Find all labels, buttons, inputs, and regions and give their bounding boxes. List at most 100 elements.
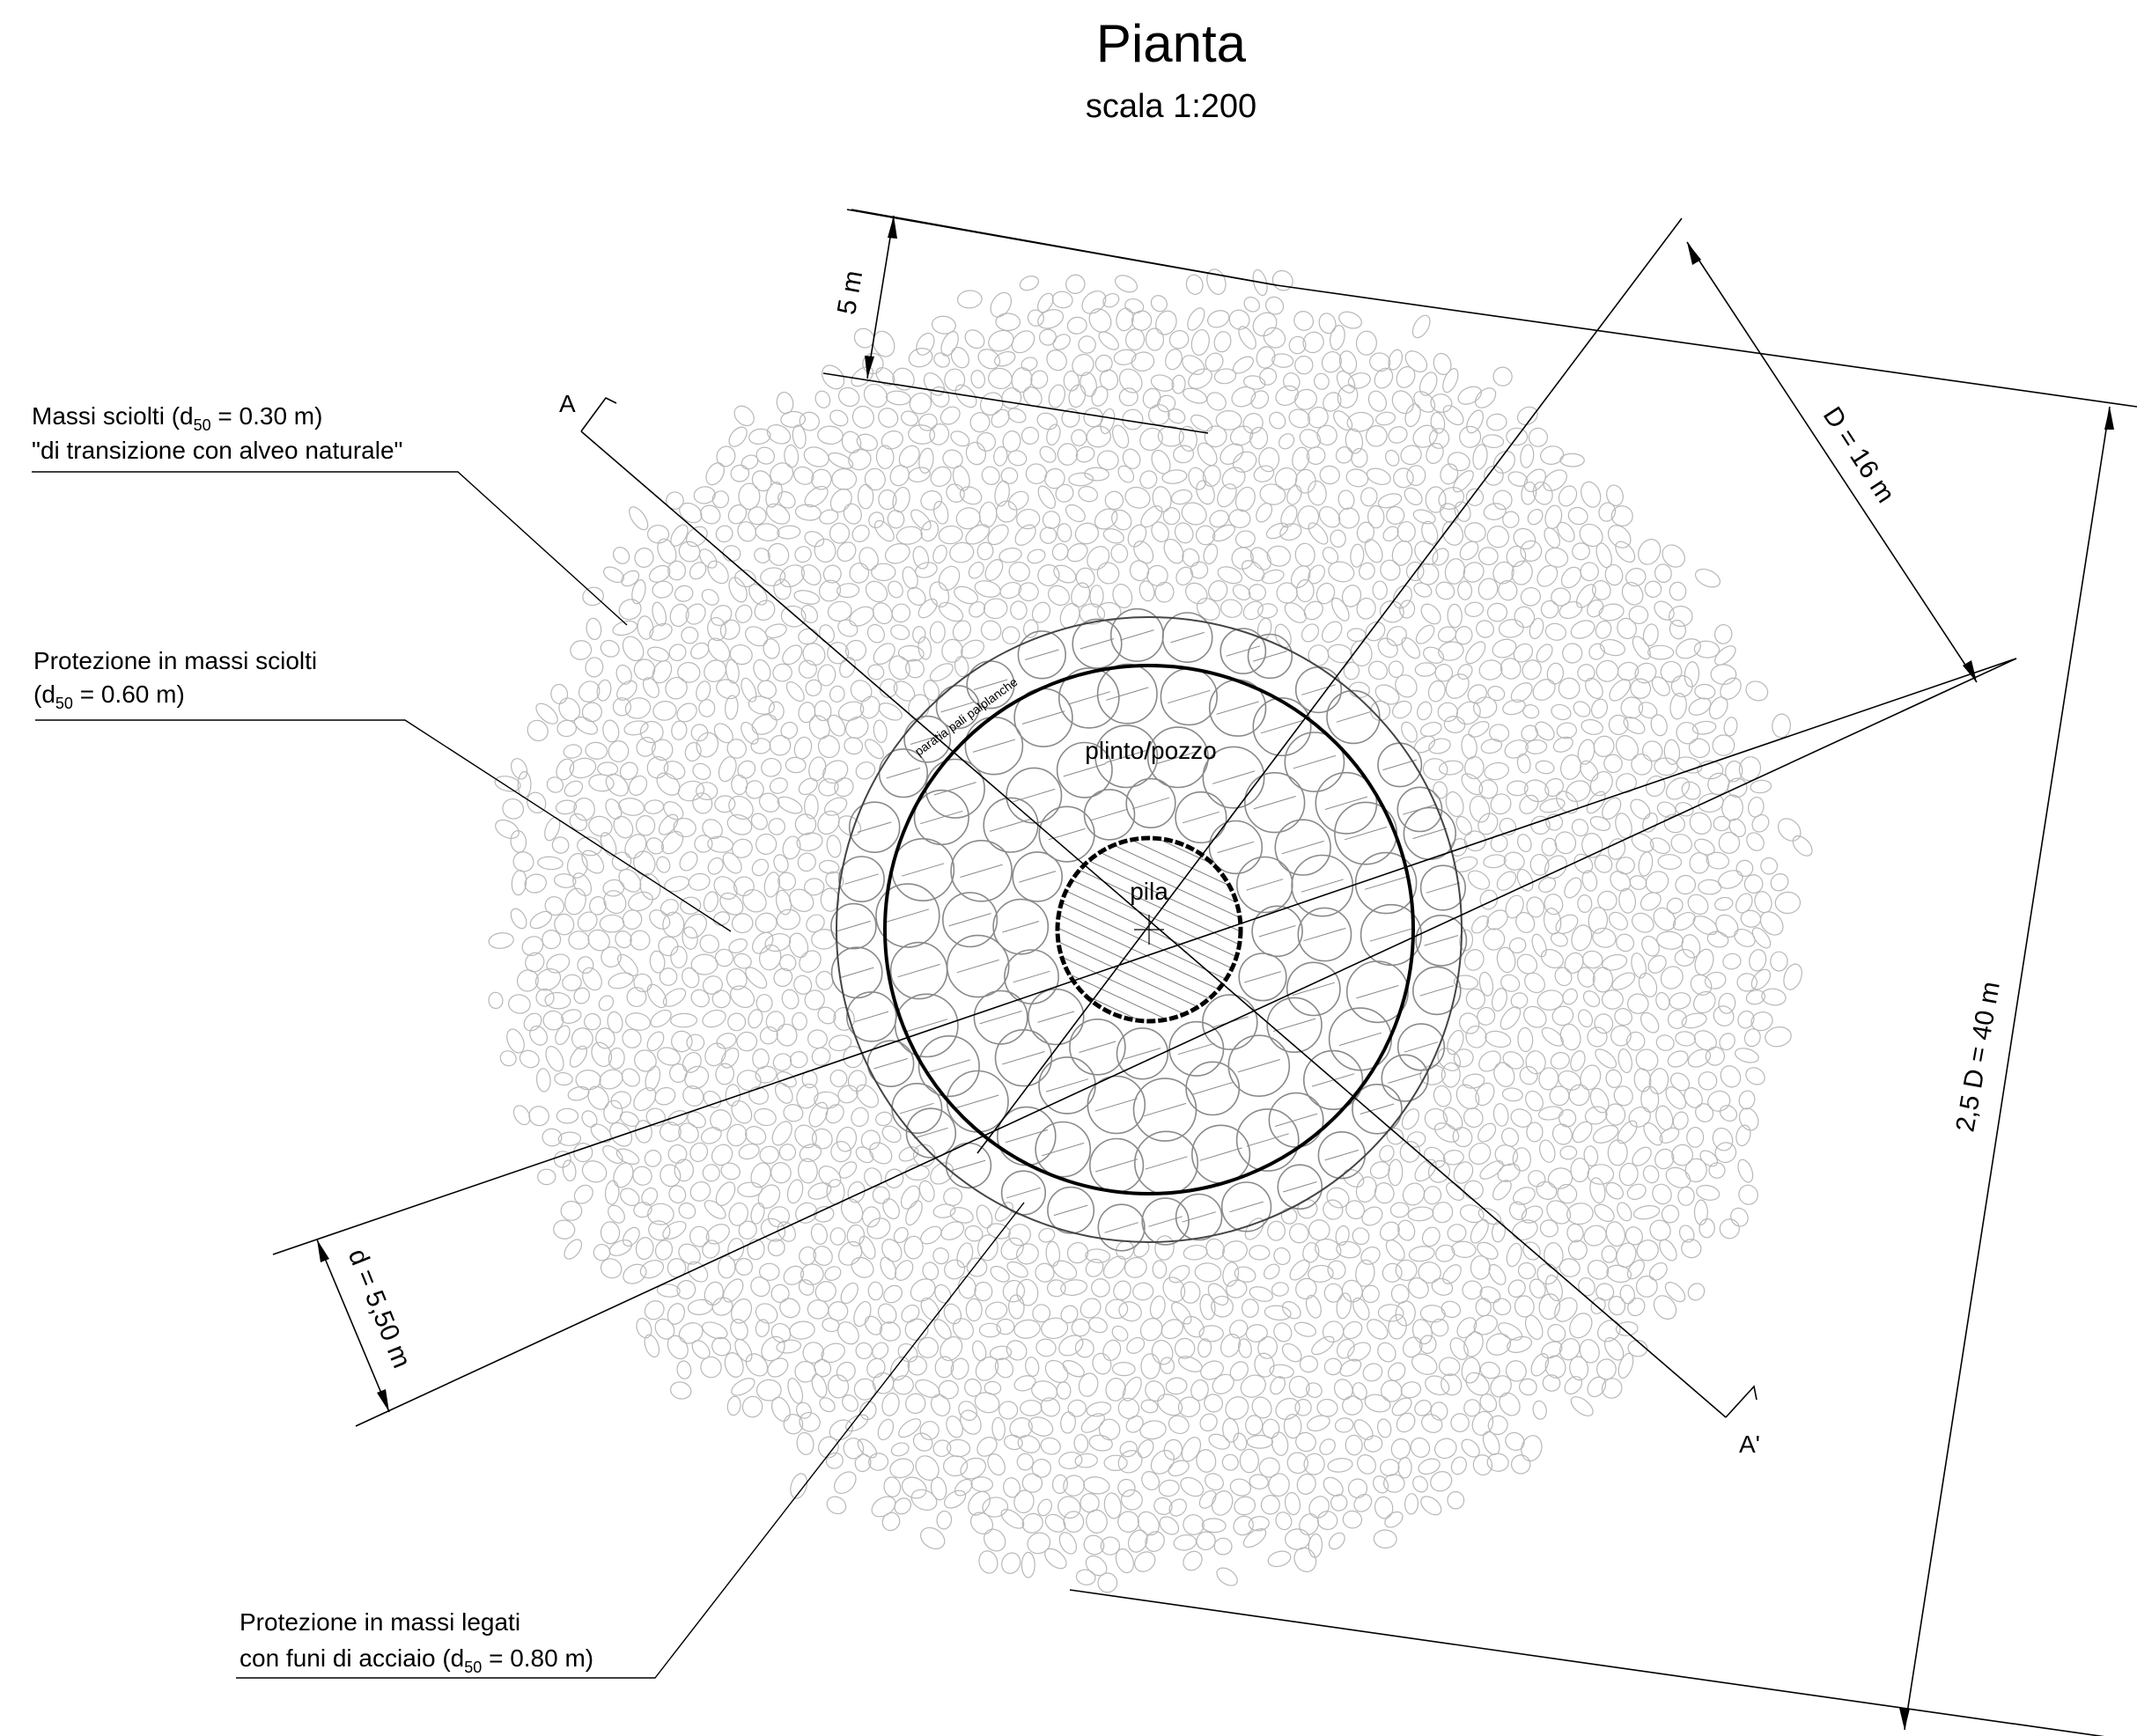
- rock-stone: [831, 467, 858, 490]
- rock-stone: [873, 330, 895, 357]
- rock-stone: [932, 1247, 949, 1265]
- rock-stone: [887, 510, 905, 529]
- rock-stone: [866, 1217, 891, 1239]
- rock-stone: [615, 1148, 640, 1166]
- pier: [1055, 835, 1243, 1024]
- rock-stone: [1706, 931, 1729, 948]
- rock-stone: [1584, 1106, 1608, 1125]
- rock-stone: [1137, 1511, 1160, 1536]
- rock-stone: [1263, 327, 1286, 349]
- rock-stone: [689, 1181, 711, 1202]
- rock-stone: [1256, 503, 1273, 523]
- rock-stone: [1558, 485, 1578, 507]
- rock-stone: [1031, 601, 1051, 623]
- rock-stone: [1308, 522, 1329, 545]
- rock-stone: [1463, 755, 1485, 780]
- rock-stone: [1165, 349, 1183, 371]
- bound-rock: [1396, 1023, 1446, 1071]
- rock-stone: [788, 932, 809, 959]
- rock-stone: [612, 547, 630, 564]
- rock-stone: [1264, 1263, 1280, 1280]
- rock-stone: [1066, 1241, 1089, 1264]
- rock-stone: [1462, 1073, 1485, 1089]
- rock-stone: [529, 1026, 549, 1046]
- rock-stone: [888, 580, 903, 599]
- rock-stone: [1559, 1023, 1581, 1051]
- rock-stone: [1652, 1183, 1672, 1205]
- rock-stone: [1607, 1139, 1628, 1166]
- rock-stone: [1609, 679, 1631, 702]
- rock-stone: [796, 1431, 814, 1455]
- rock-stone: [738, 1143, 760, 1160]
- rock-stone: [965, 441, 986, 466]
- rock-stone: [1551, 1123, 1573, 1145]
- rock-stone: [800, 1263, 824, 1285]
- rock-stone: [1423, 646, 1445, 664]
- steel-cable: [1419, 985, 1455, 997]
- rock-stone: [1441, 1300, 1462, 1318]
- rock-stone: [1081, 291, 1107, 314]
- rock-stone: [1367, 390, 1387, 412]
- rock-stone: [711, 1144, 733, 1166]
- rock-stone: [1522, 704, 1540, 719]
- rock-stone: [1666, 897, 1684, 915]
- rock-stone: [599, 914, 625, 933]
- rock-stone: [1463, 1107, 1484, 1128]
- rock-stone: [862, 352, 884, 375]
- steel-cable: [1253, 796, 1296, 810]
- rock-stone: [804, 793, 819, 820]
- drawing-subtitle: scala 1:200: [1086, 88, 1256, 125]
- rock-stone: [718, 756, 737, 783]
- steel-cable: [1124, 1048, 1161, 1060]
- rock-stone: [751, 858, 770, 877]
- rock-stone: [1516, 406, 1538, 426]
- rock-stone: [1047, 1279, 1066, 1298]
- rock-stone: [1137, 1439, 1154, 1459]
- rock-stone: [1154, 581, 1175, 603]
- rock-stone: [1091, 386, 1109, 407]
- steel-cable: [1145, 1156, 1188, 1170]
- rock-stone: [1207, 310, 1230, 328]
- rock-stone: [1183, 1550, 1203, 1571]
- rock-stone: [1664, 1282, 1686, 1303]
- rock-stone: [567, 1085, 590, 1101]
- rock-stone: [1694, 683, 1716, 700]
- rock-stone: [1221, 467, 1246, 489]
- rock-stone: [1238, 326, 1256, 349]
- rock-stone: [676, 1280, 696, 1299]
- rock-stone: [847, 1070, 867, 1092]
- rock-stone: [1000, 1509, 1025, 1529]
- rock-stone: [1675, 1031, 1696, 1047]
- rock-stone: [792, 424, 807, 449]
- rock-stone: [1506, 427, 1529, 446]
- rock-stone: [1411, 314, 1431, 339]
- rock-stone: [1068, 384, 1087, 408]
- rock-stone: [666, 491, 684, 511]
- rock-stone: [1008, 562, 1030, 582]
- rock-stone: [1557, 521, 1575, 542]
- rock-stone: [537, 1168, 556, 1186]
- rock-stone: [1036, 412, 1058, 430]
- rock-stone: [1183, 387, 1208, 404]
- rock-stone: [1592, 927, 1617, 948]
- rock-stone: [1435, 1244, 1455, 1262]
- rock-stone: [776, 1023, 798, 1047]
- rock-stone: [1632, 912, 1654, 933]
- rock-stone: [1521, 1435, 1543, 1462]
- rock-stone: [1293, 1547, 1317, 1573]
- rock-stone: [1447, 1490, 1465, 1510]
- dimension-pier-diameter: d = 5,50 m: [316, 1239, 416, 1413]
- rock-stone: [1071, 429, 1087, 446]
- rock-stone: [827, 1374, 850, 1399]
- rock-stone: [649, 950, 666, 974]
- rock-stone: [1461, 733, 1477, 760]
- rock-stone: [1205, 352, 1224, 372]
- rock-stone: [1356, 597, 1376, 620]
- rock-stone: [699, 934, 719, 953]
- rock-stone: [1525, 1090, 1544, 1112]
- rock-stone: [1541, 1026, 1564, 1047]
- rock-stone: [1705, 1046, 1726, 1066]
- rock-stone: [1420, 1496, 1442, 1516]
- rock-stone: [742, 889, 767, 913]
- label-bound-rock-protection: Protezione in massi legati con funi di a…: [236, 1202, 1025, 1679]
